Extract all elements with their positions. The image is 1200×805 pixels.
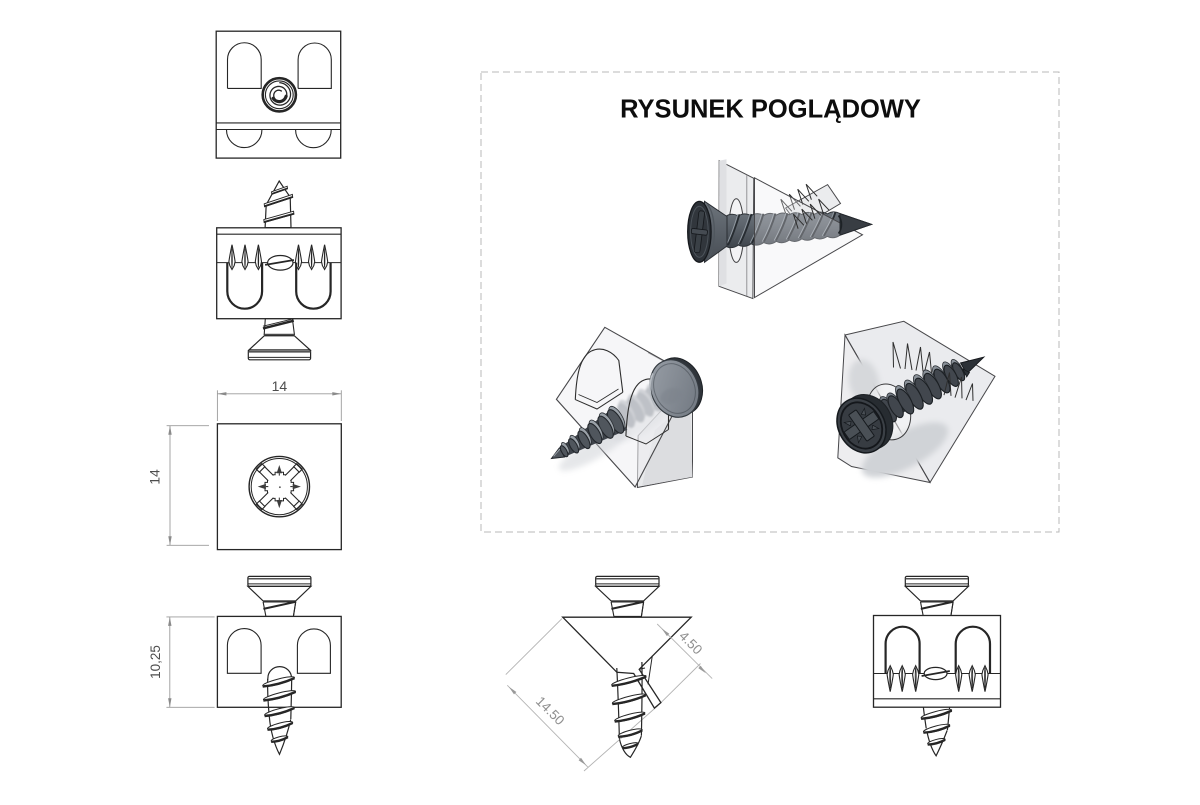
svg-text:14.50: 14.50 xyxy=(533,694,568,729)
svg-text:10,25: 10,25 xyxy=(148,645,163,679)
svg-text:14: 14 xyxy=(272,378,288,394)
svg-text:14: 14 xyxy=(147,469,163,485)
svg-text:RYSUNEK POGLĄDOWY: RYSUNEK POGLĄDOWY xyxy=(620,96,921,124)
svg-text:4.50: 4.50 xyxy=(676,628,705,657)
